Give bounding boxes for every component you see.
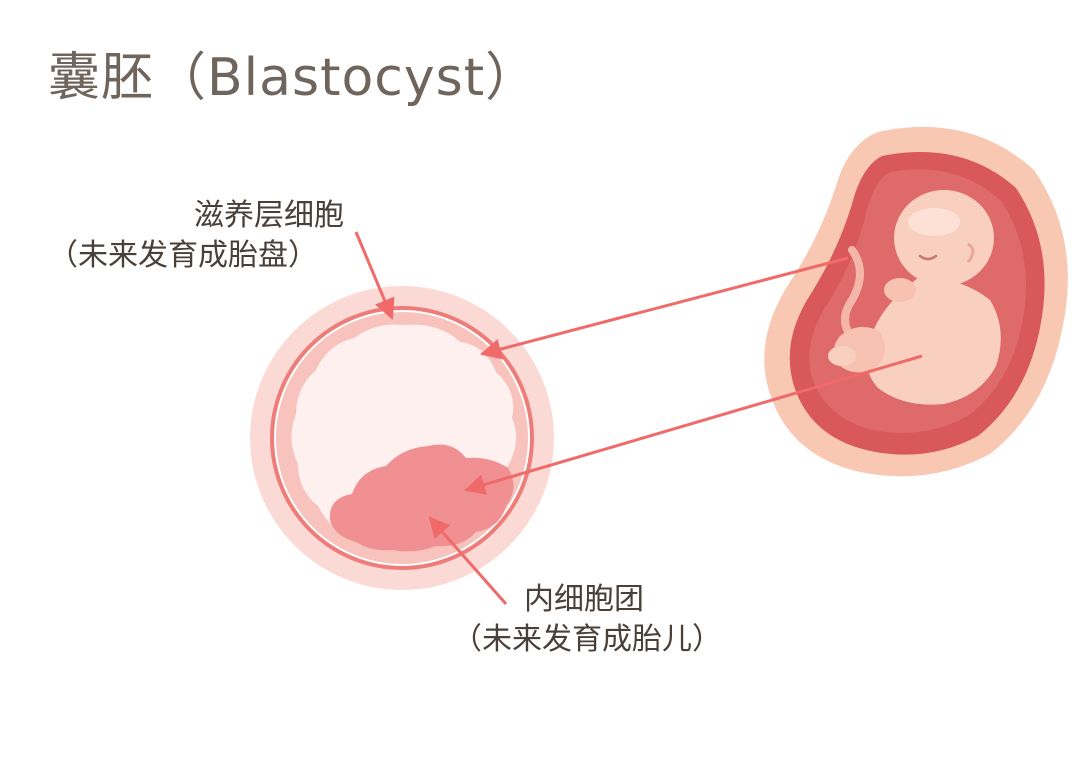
trophoblast-label: 滋养层细胞 （未来发育成胎盘） (48, 196, 348, 276)
arrow-trophoblast-label (354, 231, 395, 320)
fetus-in-womb-icon (764, 126, 1068, 477)
inner-cell-mass (329, 444, 514, 552)
fetus-hand (884, 278, 916, 302)
fetus-ear (966, 242, 975, 263)
trophoblast-name: 滋养层细胞 (194, 198, 344, 233)
fetus-head (894, 190, 994, 286)
arrow-fetus-to-inner-cell-mass (463, 354, 923, 495)
inner-cell-mass-label: 内细胞团 （未来发育成胎儿） (452, 580, 752, 660)
blastocyst-icon (250, 286, 554, 590)
diagram-title: 囊胚（Blastocyst） (48, 48, 539, 108)
inner-cell-mass-name: 内细胞团 (524, 582, 644, 617)
trophoblast-note: （未来发育成胎盘） (48, 238, 318, 273)
fetus-closed-eye (918, 254, 938, 261)
fetus-foot (828, 346, 856, 366)
fetus-body (866, 277, 1001, 405)
arrow-placenta-to-trophoblast (479, 256, 849, 360)
pointer-arrows (354, 231, 923, 605)
arrow-icm-label (428, 516, 508, 605)
inner-cell-mass-note: （未来发育成胎儿） (452, 622, 722, 657)
fetus-head-highlight (908, 208, 960, 236)
